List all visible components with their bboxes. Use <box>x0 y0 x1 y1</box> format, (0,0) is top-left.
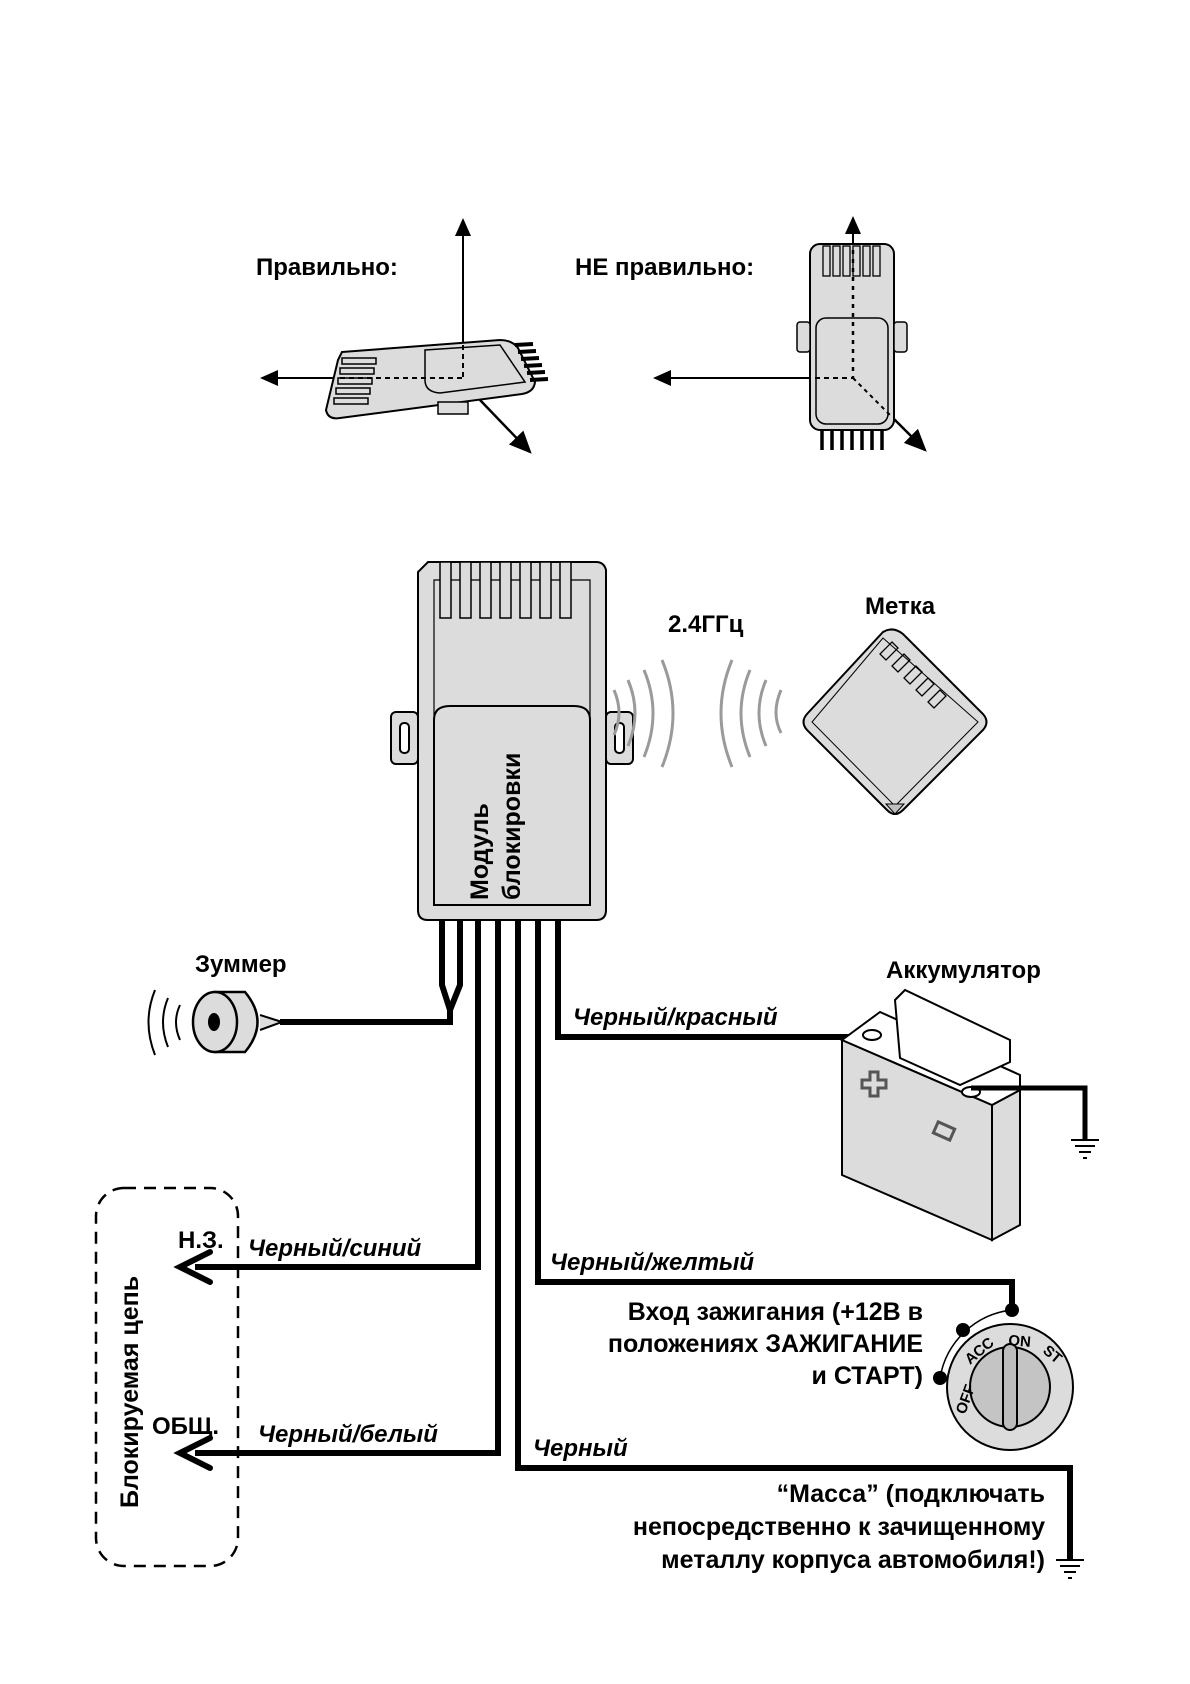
module-flat-icon <box>324 338 549 420</box>
tag-label: Метка <box>865 593 936 620</box>
ignition-note-line2: положениях ЗАЖИГАНИЕ <box>608 1330 923 1358</box>
wire-black-ground <box>515 920 1073 1560</box>
axis-depth <box>889 414 927 452</box>
module-vents <box>439 561 572 619</box>
battery-ground-wire <box>971 1085 1088 1140</box>
wire-label-black: Черный <box>533 1435 628 1462</box>
ground-note-line3: металлу корпуса автомобиля!) <box>661 1546 1045 1574</box>
incorrect-orientation-figure: НЕ правильно: <box>575 216 927 452</box>
ignition-key-slot <box>1002 1343 1018 1431</box>
ignition-switch: OFF ACC ON ST <box>933 1303 1074 1451</box>
wire-harness <box>195 920 1073 1560</box>
minus-icon <box>931 1119 957 1143</box>
module-label-line2: блокировки <box>498 753 526 900</box>
ground-note-line2: непосредственно к зачищенному <box>633 1513 1045 1541</box>
ignition-note-line1: Вход зажигания (+12В в <box>628 1298 923 1326</box>
wire-black-red <box>555 920 870 1040</box>
battery-label: Аккумулятор <box>886 957 1041 984</box>
common-label: ОБЩ. <box>152 1413 219 1440</box>
wire-label-black-yellow: Черный/желтый <box>550 1249 754 1276</box>
ground-symbol-icon <box>1071 1139 1099 1159</box>
wire-black-white <box>195 920 501 1456</box>
buzzer-label: Зуммер <box>195 951 287 978</box>
correct-label: Правильно: <box>256 254 398 281</box>
nc-label: Н.З. <box>178 1227 224 1254</box>
wire-black-yellow <box>535 920 1015 1310</box>
blocked-circuit-label: Блокируемая цепь <box>116 1276 144 1508</box>
wire-label-black-red: Черный/красный <box>573 1004 778 1031</box>
correct-orientation-figure: Правильно: <box>256 218 549 454</box>
wire-buzzer-b <box>447 920 463 1012</box>
frequency-label: 2.4ГГц <box>668 611 744 638</box>
plus-icon <box>860 1070 888 1098</box>
terminal-acc <box>956 1323 970 1337</box>
tag-device: Метка <box>802 593 988 815</box>
position-on: ON <box>1008 1332 1032 1351</box>
module-upright-icon <box>796 243 908 450</box>
chassis-ground-symbol-icon <box>1056 1559 1084 1579</box>
ground-note: “Масса” (подключать непосредственно к за… <box>633 1480 1045 1574</box>
module-label-line1: Модуль <box>466 803 494 900</box>
sound-waves-icon <box>147 989 181 1056</box>
battery-device: Аккумулятор <box>840 957 1041 1242</box>
terminal-off <box>933 1371 947 1385</box>
arrow-common-icon <box>173 1435 213 1471</box>
wire-label-black-white: Черный/белый <box>258 1421 438 1448</box>
arrow-nc-icon <box>173 1249 213 1285</box>
terminal-on <box>1005 1303 1019 1317</box>
blocked-circuit-box: Блокируемая цепь Н.З. ОБЩ. <box>94 1186 240 1568</box>
radio-waves-icon <box>612 659 783 768</box>
incorrect-label: НЕ правильно: <box>575 254 754 281</box>
wire-label-black-blue: Черный/синий <box>248 1235 421 1262</box>
wire-buzzer <box>280 1010 453 1025</box>
lock-module: Модуль блокировки <box>390 561 634 921</box>
ground-note-line1: “Масса” (подключать <box>777 1480 1045 1508</box>
wire-buzzer-a <box>439 920 453 1011</box>
ignition-note-line3: и СТАРТ) <box>812 1362 923 1390</box>
ignition-note: Вход зажигания (+12В в положениях ЗАЖИГА… <box>608 1298 923 1390</box>
axis-depth <box>479 399 532 454</box>
wire-black-blue <box>195 920 481 1270</box>
buzzer-device: Зуммер <box>147 951 287 1056</box>
